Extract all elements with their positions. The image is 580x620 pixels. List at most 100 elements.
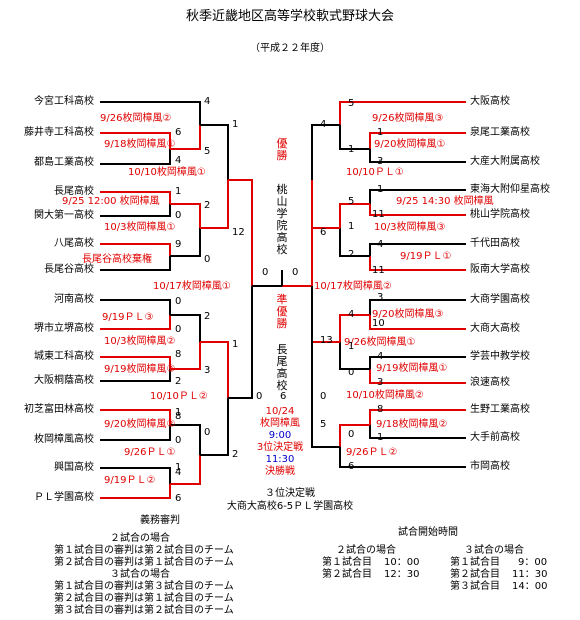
score: 0 <box>320 391 327 402</box>
bracket-line <box>170 342 201 370</box>
team-label: 城東工科高校 <box>34 351 94 362</box>
score: 6 <box>348 461 355 472</box>
start-time-row-value: 9：00 <box>518 557 548 568</box>
bracket-line <box>100 425 171 441</box>
third-place-label: 3位決定戦 <box>256 442 304 453</box>
bracket-line <box>100 256 171 271</box>
game-label: 9/19枚岡樟風① <box>376 363 448 374</box>
team-label: 都島工業高校 <box>34 157 94 168</box>
bracket-line <box>369 189 466 204</box>
bracket-line <box>100 149 171 165</box>
umpires-line: 第１試合目の審判は第３試合目のチーム <box>54 581 234 592</box>
game-label: 9/20枚岡樟風③ <box>372 309 444 320</box>
team-label: 東海大附仰星高校 <box>470 184 550 195</box>
team-label: 大商学園高校 <box>470 294 530 305</box>
bracket-line <box>170 125 201 150</box>
game-label: 9/26枚岡樟風② <box>100 113 172 124</box>
team-label: 関大第一高校 <box>34 210 94 221</box>
umpires-line: 第２試合目の審判は第１試合目のチーム <box>54 593 234 604</box>
score: 4 <box>377 239 384 250</box>
score: 4 <box>320 119 327 130</box>
game-label: 9/25 14:30 枚岡樟風 <box>396 196 494 207</box>
score: 1 <box>232 339 239 350</box>
start-time-row-value: 12：30 <box>384 569 420 580</box>
bracket-line <box>369 256 466 271</box>
bracket-line <box>100 204 171 217</box>
final-score-left: 0 <box>262 267 269 278</box>
bracket-line <box>369 204 466 216</box>
score: 1 <box>232 119 239 130</box>
bracket-line <box>339 228 370 257</box>
score: 3 <box>377 156 384 167</box>
game-label: 10/10枚岡樟風② <box>346 390 424 401</box>
bracket-line <box>369 409 466 425</box>
game-label: 9/26ＰＬ① <box>124 447 176 458</box>
team-label: 河南高校 <box>54 294 94 305</box>
score: 6 <box>320 227 327 238</box>
champion-label: 優勝 <box>276 137 288 162</box>
score: 9 <box>175 239 182 250</box>
score: 0 <box>204 427 211 438</box>
team-label: 大産大附属高校 <box>470 156 540 167</box>
bracket-line <box>100 369 171 382</box>
start-times-case3: ３試合の場合 <box>464 545 524 556</box>
third-place-title: ３位決定戦 <box>265 488 315 499</box>
start-time-row-label: 第１試合目 <box>322 557 372 568</box>
bracket-line <box>369 243 466 256</box>
game-label: 10/17枚岡樟風② <box>314 281 392 292</box>
time-final: 11:30 <box>265 454 295 465</box>
game-label: 10/3枚岡樟風③ <box>374 222 446 233</box>
bracket-line <box>369 149 466 163</box>
game-label: 長尾谷高校棄権 <box>82 254 152 265</box>
team-label: 長尾谷高校 <box>44 264 94 275</box>
score: 8 <box>175 411 182 422</box>
score: 1 <box>175 462 182 473</box>
score: 0 <box>175 210 182 221</box>
bracket-line <box>170 424 201 455</box>
score: 3 <box>204 365 211 376</box>
game-label: 9/18枚岡樟風① <box>104 139 176 150</box>
team-label: 八尾高校 <box>54 238 94 249</box>
score: 1 <box>377 432 384 443</box>
team-label: 千代田高校 <box>470 238 520 249</box>
game-label: 9/20枚岡樟風① <box>374 139 446 150</box>
bracket-line <box>339 314 370 342</box>
game-label: 9/25 12:00 枚岡樟風 <box>62 196 160 207</box>
bracket-line <box>369 132 466 149</box>
team-label: 学芸中教学校 <box>470 351 530 362</box>
team-label: 市岡高校 <box>470 461 510 472</box>
score: 8 <box>175 349 182 360</box>
team-label: 阪南大学高校 <box>470 264 530 275</box>
page-subtitle: （平成２２年度） <box>250 43 330 54</box>
bracket-line <box>200 398 229 456</box>
bracket-line <box>339 101 466 125</box>
bracket-line <box>228 286 253 399</box>
start-time-row-value: 10：00 <box>384 557 420 568</box>
start-time-row-value: 14：00 <box>512 581 548 592</box>
score: 5 <box>348 98 355 109</box>
score: 1 <box>175 186 182 197</box>
runnerup-label: 準優勝 <box>276 293 288 330</box>
score: 2 <box>232 449 239 460</box>
score: 6 <box>175 127 182 138</box>
bracket-line <box>369 299 466 315</box>
bracket-line <box>339 125 370 150</box>
score: 2 <box>204 200 211 211</box>
bracket-line <box>311 124 340 180</box>
score: 6 <box>175 493 182 504</box>
bracket-line <box>100 243 171 256</box>
game-label: 10/17枚岡樟風① <box>153 281 231 292</box>
team-label: 生野工業高校 <box>470 404 530 415</box>
score: 5 <box>320 419 327 430</box>
start-times-title: 試合開始時間 <box>398 527 458 538</box>
game-label: 9/19ＰＬ② <box>104 475 156 486</box>
score: 1 <box>348 341 355 352</box>
bracket-line <box>200 180 229 229</box>
score: 0 <box>175 324 182 335</box>
runnerup-team: 長尾高校 <box>276 343 288 392</box>
bracket-line <box>339 342 370 370</box>
bracket-line <box>100 409 171 425</box>
umpires-line: 第１試合目の審判は第２試合目のチーム <box>54 545 234 556</box>
start-time-row-label: 第２試合目 <box>322 569 372 580</box>
